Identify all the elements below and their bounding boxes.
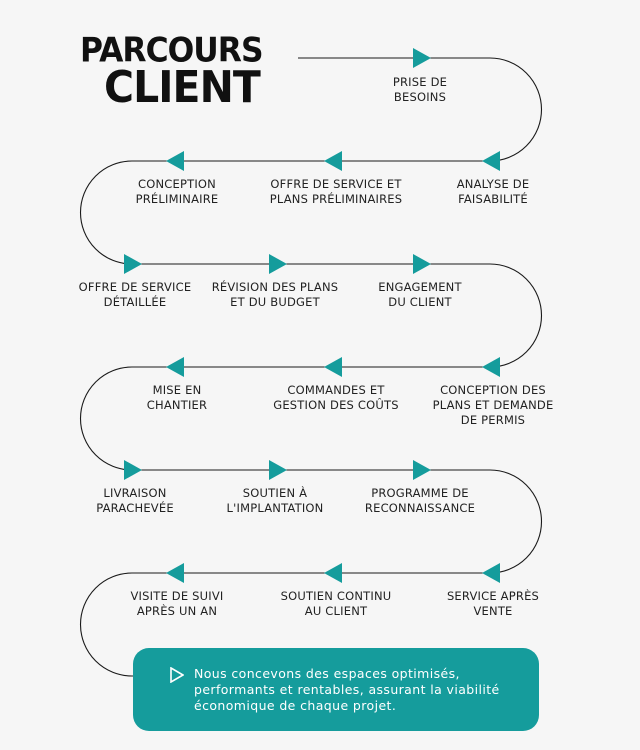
step-label: COMMANDES ET GESTION DES COÛTS <box>273 383 399 412</box>
step-label: RÉVISION DES PLANS ET DU BUDGET <box>211 280 339 309</box>
arrow-left-icon <box>166 563 184 583</box>
step-label: SERVICE APRÈS VENTE <box>446 589 540 618</box>
arrow-markers <box>124 48 500 583</box>
step-label: VISITE DE SUIVI APRÈS UN AN <box>130 589 224 618</box>
step-label: CONCEPTION DES PLANS ET DEMANDE DE PERMI… <box>432 383 554 427</box>
arrow-right-icon <box>413 48 431 68</box>
title-line-2: CLIENT <box>104 62 261 113</box>
connector-path <box>79 57 543 677</box>
arrow-left-icon <box>166 151 184 171</box>
arrow-right-icon <box>413 254 431 274</box>
step-label: MISE EN CHANTIER <box>146 383 208 412</box>
banner-text: Nous concevons des espaces optimisés, pe… <box>194 666 500 713</box>
step-label: SOUTIEN À L'IMPLANTATION <box>226 486 324 515</box>
step-label: CONCEPTION PRÉLIMINAIRE <box>135 177 219 206</box>
arrow-right-icon <box>269 460 287 480</box>
arrow-right-icon <box>124 254 142 274</box>
arrow-left-icon <box>482 151 500 171</box>
connector-line <box>79 57 543 677</box>
arrow-left-icon <box>324 151 342 171</box>
arrow-left-icon <box>324 357 342 377</box>
arrow-right-icon <box>269 254 287 274</box>
step-label: OFFRE DE SERVICE ET PLANS PRÉLIMINAIRES <box>269 177 403 206</box>
arrow-left-icon <box>324 563 342 583</box>
step-label: LIVRAISON PARACHEVÉE <box>96 486 174 515</box>
title-line-1: PARCOURS <box>80 30 264 70</box>
step-label: PRISE DE BESOINS <box>392 75 448 104</box>
arrow-left-icon <box>482 357 500 377</box>
arrow-right-icon <box>124 460 142 480</box>
step-label: PROGRAMME DE RECONNAISSANCE <box>364 486 476 515</box>
step-label: ANALYSE DE FAISABILITÉ <box>456 177 530 206</box>
arrow-left-icon <box>482 563 500 583</box>
arrow-right-icon <box>413 460 431 480</box>
summary-banner <box>133 648 539 731</box>
arrow-left-icon <box>166 357 184 377</box>
banner-arrow-icon <box>170 667 184 683</box>
step-label: ENGAGEMENT DU CLIENT <box>378 280 462 309</box>
step-label: OFFRE DE SERVICE DÉTAILLÉE <box>78 280 192 309</box>
step-label: SOUTIEN CONTINU AU CLIENT <box>280 589 392 618</box>
